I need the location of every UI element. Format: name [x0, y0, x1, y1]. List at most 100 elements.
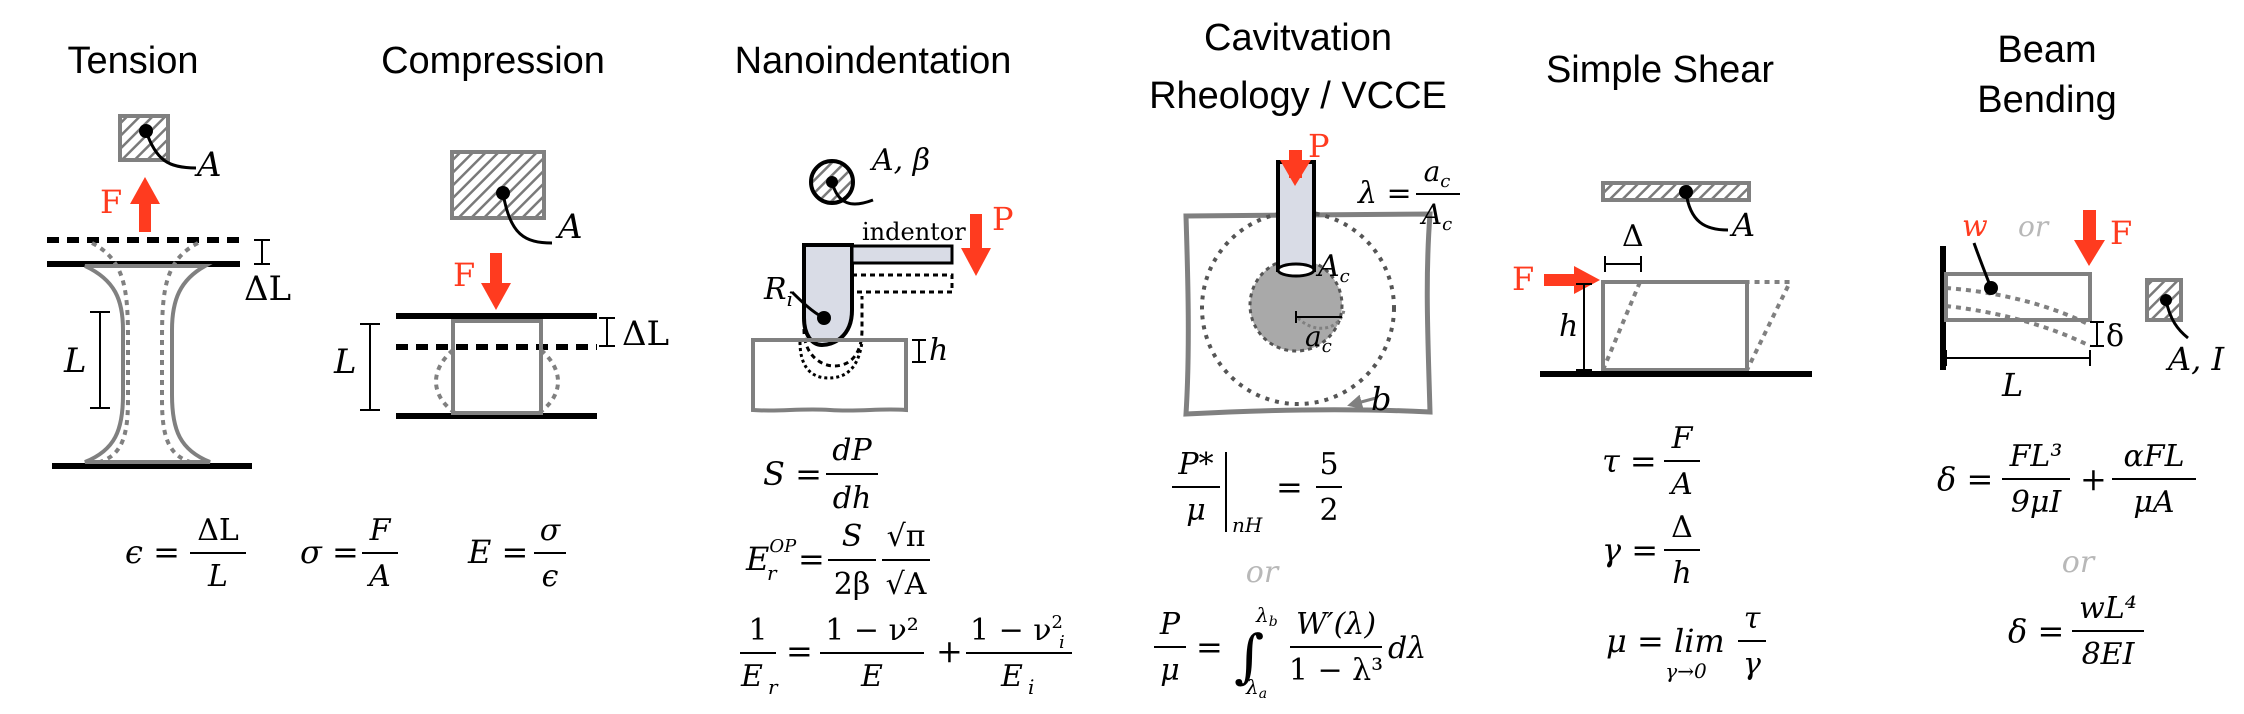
- displacement-label: Δ: [1622, 219, 1644, 254]
- outer-radius-arrow: [1347, 394, 1377, 410]
- distributed-load-deflection-equation: δ = wL⁴ 8EI: [2008, 591, 2144, 672]
- compression-title: Compression: [381, 40, 605, 82]
- stress-equation: σ = F A: [300, 513, 398, 594]
- force-arrow-shaft: [2083, 210, 2096, 240]
- force-label: P: [1308, 127, 1330, 165]
- pointer-line: [1684, 191, 1729, 232]
- svg-text:σ =: σ =: [300, 533, 359, 571]
- cross-section-icon: [1601, 181, 1751, 202]
- svg-text:ϵ =: ϵ =: [125, 533, 180, 571]
- svg-text:i: i: [1028, 675, 1034, 699]
- svg-text:h: h: [1672, 556, 1691, 591]
- svg-text:ΔL: ΔL: [197, 513, 239, 548]
- force-arrow-head: [2074, 240, 2105, 266]
- deflected-beam-outline: [1945, 286, 2091, 348]
- svg-text:=: =: [798, 540, 825, 578]
- point-load-deflection-equation: δ = FL³ 9μI + αFL μA: [1937, 439, 2196, 520]
- force-arrow-head: [130, 177, 160, 204]
- svg-text:Δ: Δ: [1671, 510, 1693, 545]
- depth-label: h: [929, 333, 948, 368]
- svg-text:S: S: [842, 519, 863, 554]
- viscosity-equation: μ = lim γ→0 τ γ: [1606, 601, 1766, 683]
- load-pointer: [1972, 242, 1993, 289]
- area-label: A: [194, 145, 222, 185]
- force-label: P: [992, 200, 1014, 238]
- force-arrow-shaft: [1544, 274, 1574, 286]
- svg-text:ac: ac: [1424, 155, 1451, 192]
- section-label: A, I: [2165, 340, 2225, 378]
- substrate-block: [751, 338, 908, 413]
- stretch-definition: λ = ac Ac: [1357, 155, 1460, 235]
- svg-text:r: r: [768, 675, 779, 699]
- svg-text:2β: 2β: [834, 567, 870, 602]
- sheared-outline: [1601, 280, 1794, 371]
- area-beta-label: A, β: [869, 143, 930, 178]
- cavitation-title-line1: Cavitvation: [1204, 17, 1392, 59]
- length-label: L: [63, 341, 87, 381]
- pointer-dot: [826, 176, 838, 188]
- svg-text:F: F: [1671, 421, 1694, 456]
- svg-text:nH: nH: [1232, 513, 1263, 537]
- svg-text:dλ: dλ: [1388, 631, 1426, 666]
- outer-radius-label: b: [1371, 380, 1391, 418]
- indentor-arm: [850, 244, 954, 265]
- force-arrow-head: [1574, 266, 1600, 294]
- beam-title-line1: Beam: [1997, 29, 2096, 71]
- pointer-dot: [1679, 185, 1693, 199]
- cavitation-title-line2: Rheology / VCCE: [1149, 75, 1447, 117]
- svg-text:A: A: [1668, 467, 1693, 502]
- force-arrow-head: [961, 248, 991, 276]
- svg-text:√π: √π: [887, 519, 926, 554]
- specimen-block: [451, 319, 543, 415]
- area-label: A: [1729, 206, 1755, 244]
- force-label: F: [453, 256, 475, 294]
- svg-text:E: E: [860, 659, 883, 694]
- modulus-equation: E = σ ϵ: [467, 513, 566, 594]
- needle-tip-opening: [1276, 262, 1316, 278]
- stiffness-equation: S = dP dh: [763, 433, 878, 516]
- svg-text:λb: λb: [1255, 603, 1278, 630]
- force-label: F: [2110, 214, 2132, 252]
- svg-text:i: i: [1059, 632, 1065, 653]
- svg-text:2: 2: [1319, 493, 1338, 528]
- force-arrow-shaft: [490, 253, 502, 283]
- svg-text:=: =: [1196, 628, 1223, 666]
- specimen-block: [1601, 280, 1749, 372]
- svg-text:E: E: [740, 659, 763, 694]
- svg-text:9μI: 9μI: [2011, 485, 2063, 520]
- shear-strain-equation: γ = Δ h: [1602, 510, 1700, 591]
- cavity-area-label: Ac: [1315, 249, 1350, 287]
- shear-stress-equation: τ = F A: [1602, 421, 1700, 502]
- svg-text:L: L: [207, 559, 228, 594]
- svg-text:μ = lim: μ = lim: [1606, 622, 1725, 660]
- cavitation-panel: Cavitvation Rheology / VCCE P λ = ac Ac …: [1149, 17, 1460, 702]
- svg-text:σ: σ: [540, 513, 562, 548]
- force-arrow-head: [1280, 160, 1311, 186]
- svg-text:r: r: [767, 561, 778, 585]
- deformed-specimen-outline: [91, 241, 199, 464]
- svg-text:1: 1: [748, 613, 767, 648]
- beam-bending-panel: Beam Bending w or F δ A, I L δ = FL³ 9μI…: [1937, 29, 2225, 672]
- tension-panel: Tension A F ΔL L ϵ = ΔL L σ = F A: [47, 40, 566, 594]
- delta-length-label: ΔL: [622, 314, 669, 354]
- tension-title: Tension: [68, 40, 199, 82]
- load-dot: [1984, 281, 1998, 295]
- cavity-inner-arc: [1296, 309, 1346, 330]
- beam-title-line2: Bending: [1977, 79, 2116, 121]
- svg-text:W′(λ): W′(λ): [1296, 607, 1376, 642]
- svg-text:μ: μ: [1186, 493, 1206, 528]
- svg-text:E =: E =: [467, 533, 528, 571]
- pointer-dot: [2160, 294, 2172, 306]
- pointer-line: [144, 130, 197, 170]
- svg-text:γ =: γ =: [1602, 531, 1658, 569]
- svg-text:E: E: [1000, 659, 1023, 694]
- svg-text:Ac: Ac: [1419, 198, 1452, 235]
- svg-text:√A: √A: [886, 567, 927, 602]
- svg-text:P: P: [1159, 607, 1181, 642]
- svg-text:wL⁴: wL⁴: [2079, 591, 2137, 626]
- nanoindentation-title: Nanoindentation: [735, 40, 1012, 82]
- or-separator: or: [1246, 555, 1280, 590]
- svg-text:1 − ν²: 1 − ν²: [825, 613, 919, 648]
- svg-text:5: 5: [1319, 447, 1338, 482]
- material-block: [1183, 211, 1433, 417]
